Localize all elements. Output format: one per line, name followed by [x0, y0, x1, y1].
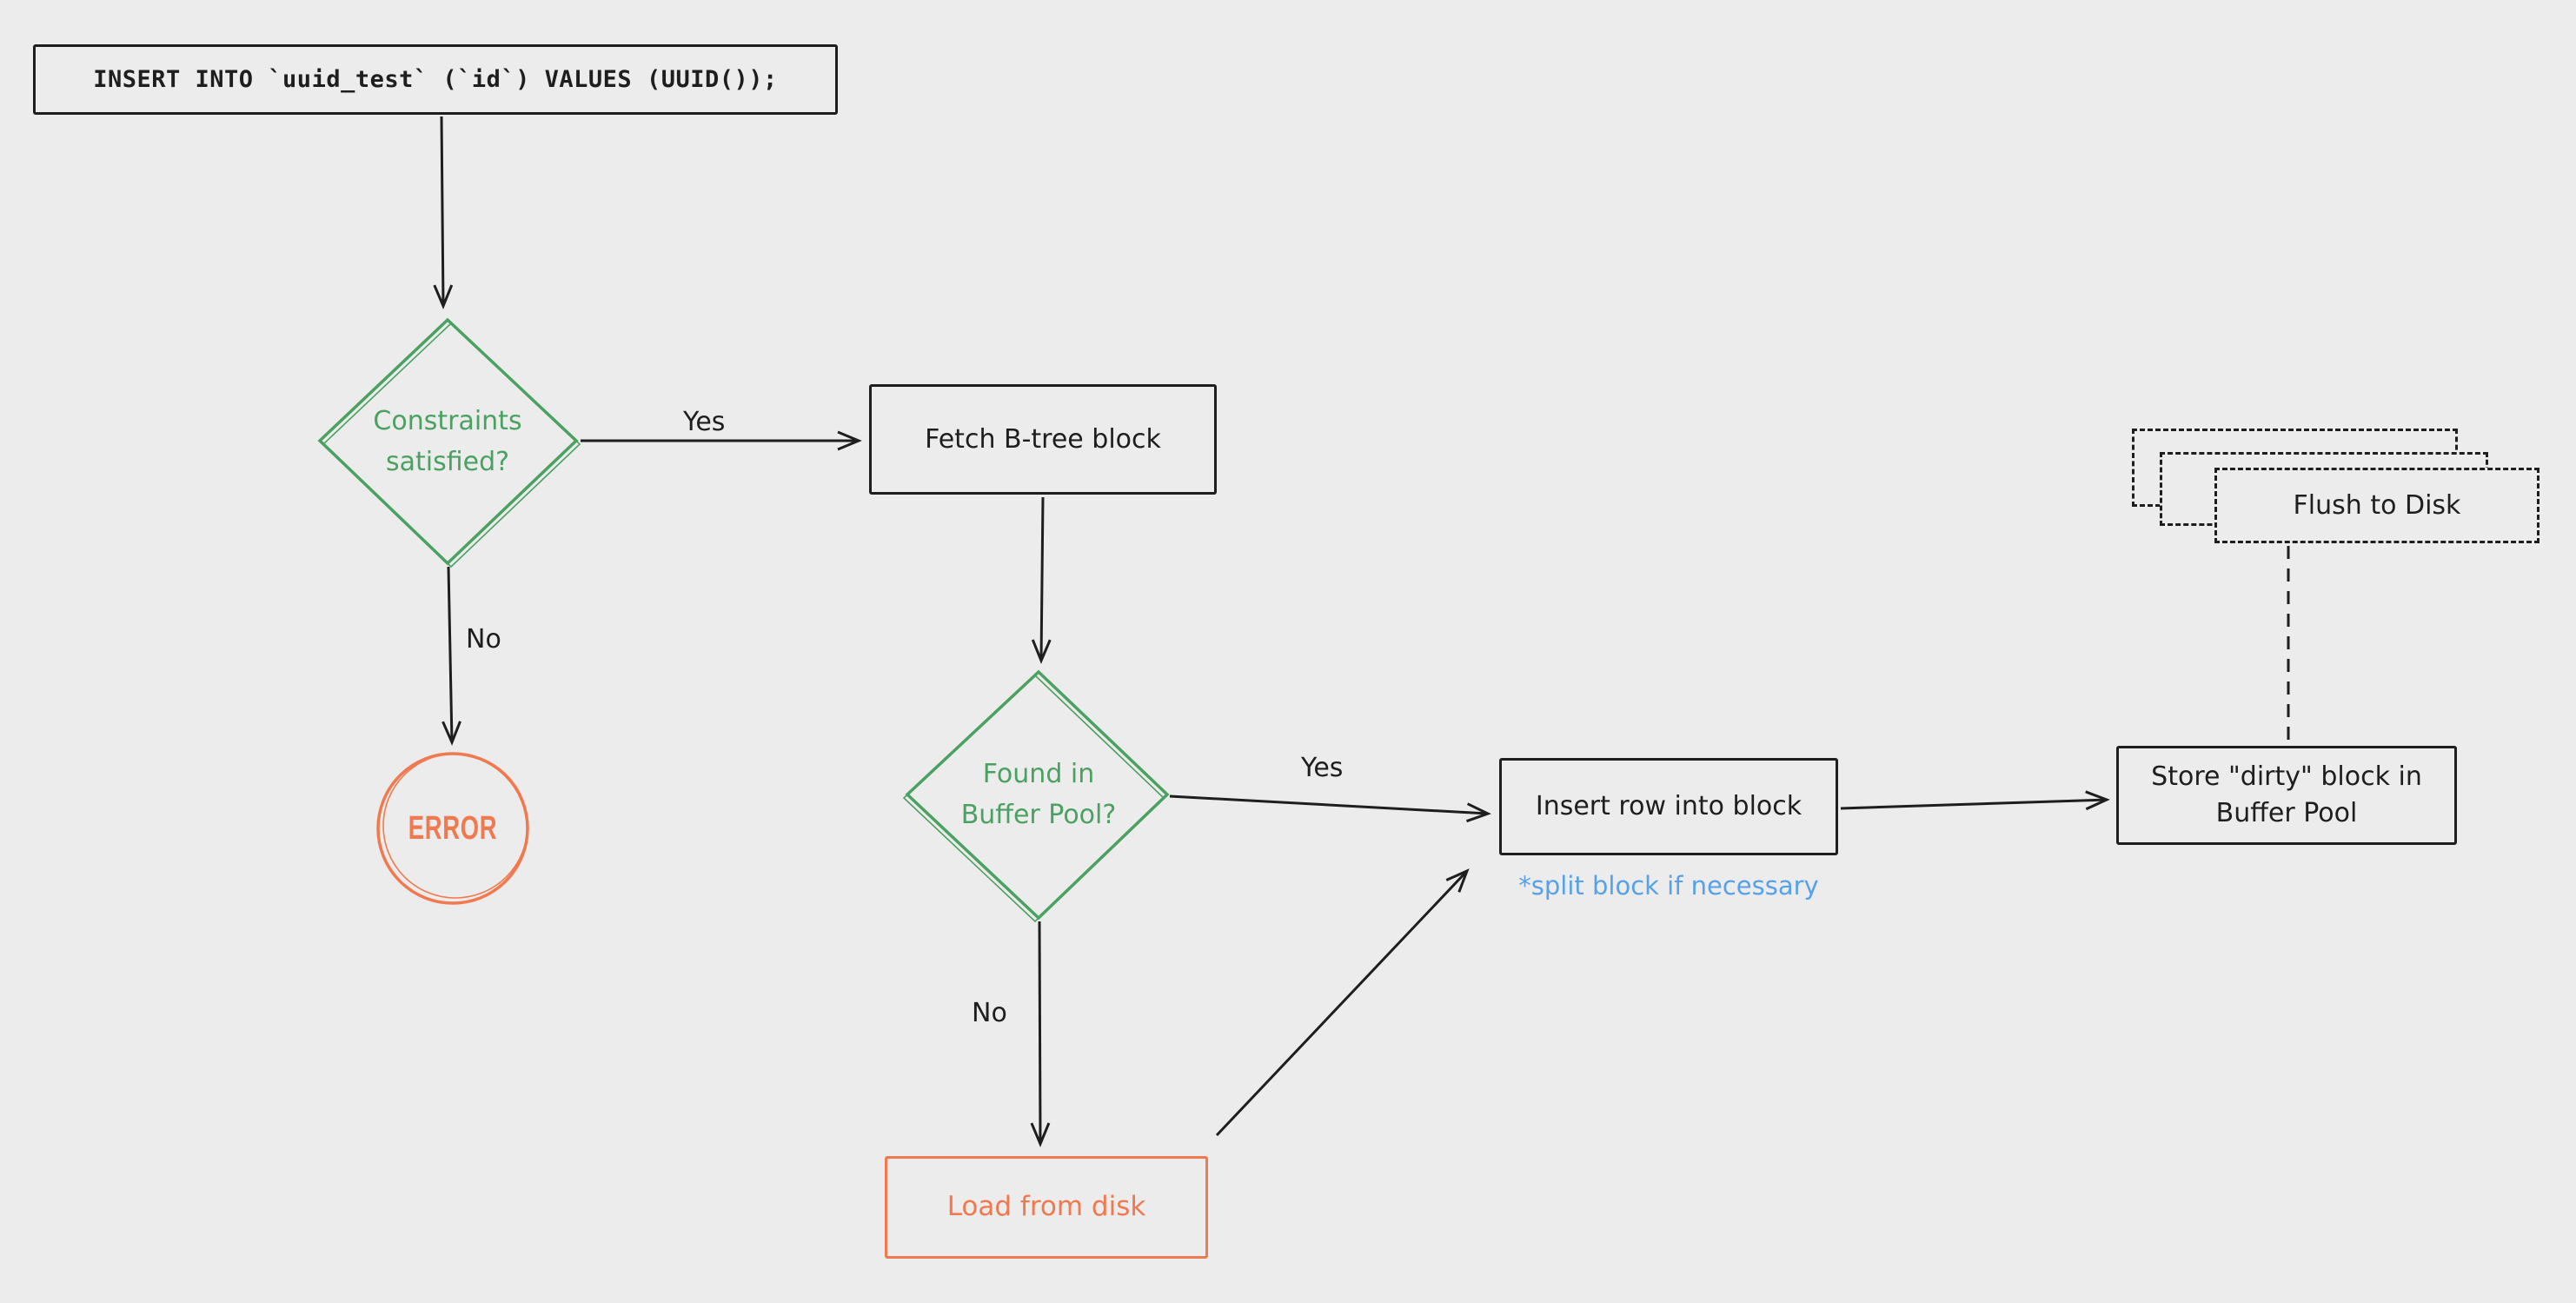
- flush-box-front: Flush to Disk: [2214, 468, 2539, 543]
- store-box: Store "dirty" block in Buffer Pool: [2116, 746, 2457, 845]
- error-label: ERROR: [408, 809, 498, 847]
- arrow-constraints-to-error: [442, 566, 461, 746]
- edge-label-constraints-yes: Yes: [683, 407, 726, 437]
- edge-label-buffer-no: No: [972, 998, 1007, 1028]
- arrow-buffer-to-load: [1030, 921, 1051, 1147]
- insert-box: Insert row into block: [1499, 758, 1838, 855]
- arrow-fetch-to-buffer: [1031, 496, 1052, 664]
- arrow-sql-to-constraints: [433, 116, 454, 309]
- constraints-label: Constraints satisfied?: [373, 406, 522, 477]
- edge-label-constraints-no: No: [466, 624, 501, 655]
- arrow-insert-to-store: [1840, 790, 2110, 811]
- flush-label: Flush to Disk: [2293, 489, 2461, 521]
- fetch-label: Fetch B-tree block: [925, 423, 1161, 455]
- edge-label-buffer-yes: Yes: [1301, 753, 1344, 783]
- arrow-load-to-insert: [1215, 868, 1470, 1137]
- insert-label: Insert row into block: [1535, 791, 1803, 821]
- sql-box: INSERT INTO `uuid_test` (`id`) VALUES (U…: [33, 44, 838, 115]
- sql-label: INSERT INTO `uuid_test` (`id`) VALUES (U…: [93, 66, 778, 93]
- fetch-box: Fetch B-tree block: [869, 384, 1217, 495]
- insert-note: *split block if necessary: [1518, 871, 1819, 901]
- buffer-label: Found in Buffer Pool?: [960, 759, 1117, 830]
- load-label: Load from disk: [946, 1191, 1146, 1223]
- store-label: Store "dirty" block in Buffer Pool: [2151, 761, 2422, 828]
- arrow-buffer-to-insert: [1169, 794, 1491, 823]
- load-box: Load from disk: [885, 1156, 1208, 1259]
